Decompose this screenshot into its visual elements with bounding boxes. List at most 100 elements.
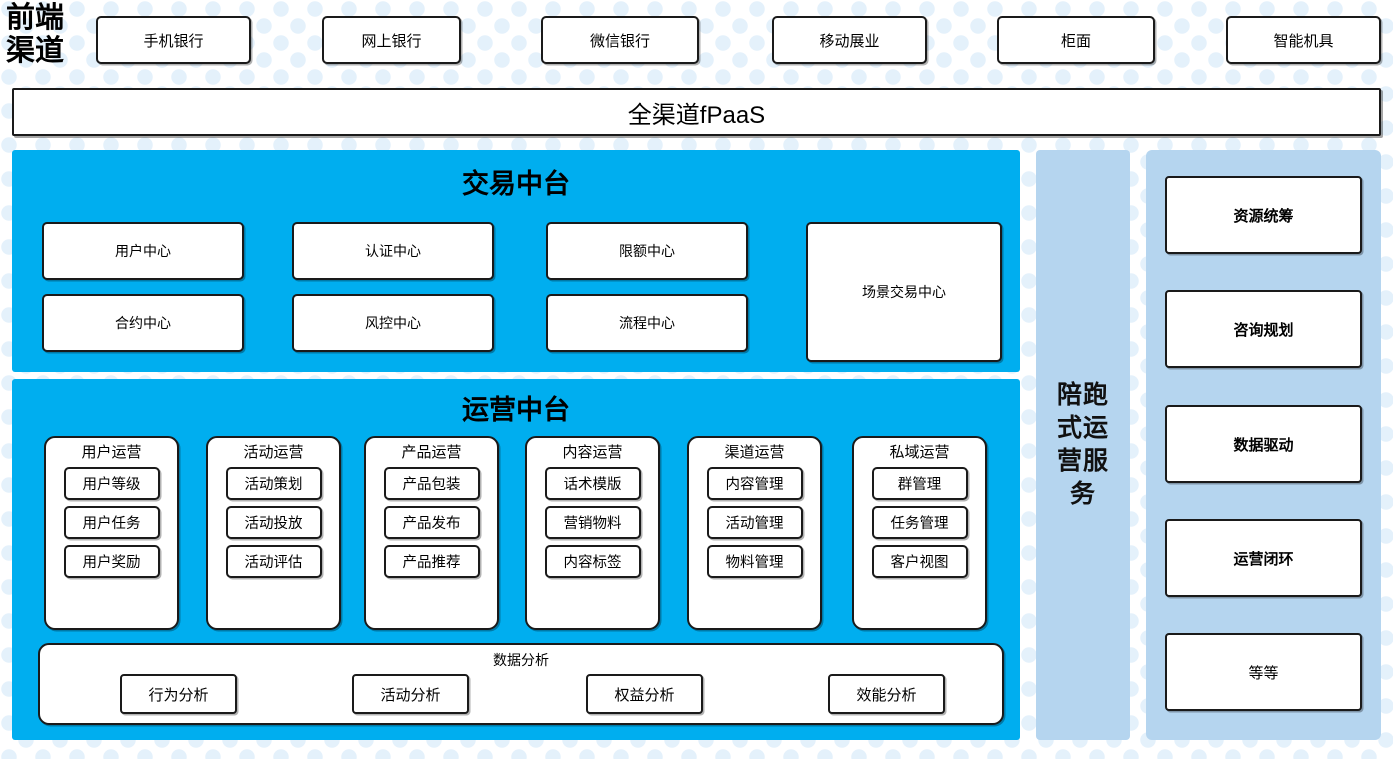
ops-item-label: 群管理 [897, 477, 942, 493]
trade-middle-platform-panel: 交易中台 用户中心 认证中心 限额中心 合约中心 风控中心 流程中心 场景交易中… [12, 150, 1020, 372]
ops-item-label: 活动投放 [244, 516, 303, 532]
center-label: 限额中心 [619, 243, 675, 259]
ops-item-label: 话术模版 [563, 477, 622, 493]
data-analysis-title: 数据分析 [493, 652, 549, 668]
ops-item[interactable]: 活动投放 [225, 506, 322, 539]
data-analysis-item-label: 权益分析 [614, 686, 675, 704]
service-card-label: 等等 [1248, 664, 1279, 682]
service-capability-panel: 资源统筹 咨询规划 数据驱动 运营闭环 等等 [1146, 150, 1381, 740]
ops-item[interactable]: 用户奖励 [63, 545, 160, 578]
channel-label-text: 手机银行 [143, 32, 204, 50]
ops-item-label: 营销物料 [563, 516, 622, 532]
ops-item-label: 活动管理 [725, 516, 784, 532]
ops-item-label: 产品发布 [402, 516, 461, 532]
center-risk-control[interactable]: 风控中心 [292, 294, 494, 352]
operations-middle-platform-panel: 运营中台 用户运营 用户等级 用户任务 用户奖励 活动运营 活动策划 活动投放 … [12, 379, 1020, 740]
channel-counter[interactable]: 柜面 [997, 16, 1155, 64]
ops-item-label: 任务管理 [890, 516, 949, 532]
ops-item[interactable]: 活动管理 [706, 506, 803, 539]
center-label: 流程中心 [619, 315, 675, 331]
channel-mobile-business[interactable]: 移动展业 [772, 16, 927, 64]
channel-label-text: 微信银行 [589, 32, 650, 50]
ops-item-label: 产品推荐 [402, 555, 461, 571]
data-analysis-section: 数据分析 行为分析 活动分析 权益分析 效能分析 [38, 643, 1004, 725]
center-label: 用户中心 [115, 243, 171, 259]
ops-item-label: 物料管理 [725, 555, 784, 571]
ops-item[interactable]: 产品推荐 [383, 545, 480, 578]
channel-label-text: 柜面 [1060, 32, 1091, 50]
ops-item[interactable]: 活动策划 [225, 467, 322, 500]
center-scene-transaction[interactable]: 场景交易中心 [806, 222, 1002, 362]
service-card-label: 咨询规划 [1233, 321, 1294, 339]
ops-item-label: 内容管理 [725, 477, 784, 493]
service-card-label: 数据驱动 [1233, 436, 1294, 454]
ops-item-label: 用户奖励 [82, 555, 141, 571]
ops-item-label: 产品包装 [402, 477, 461, 493]
ops-item[interactable]: 话术模版 [544, 467, 641, 500]
ops-item[interactable]: 用户等级 [63, 467, 160, 500]
channel-smart-machine[interactable]: 智能机具 [1226, 16, 1381, 64]
ops-item-label: 内容标签 [563, 555, 622, 571]
service-card-operation-closed-loop[interactable]: 运营闭环 [1165, 519, 1362, 597]
ops-item[interactable]: 营销物料 [544, 506, 641, 539]
channel-label-text: 智能机具 [1273, 32, 1334, 50]
ops-item-label: 用户等级 [82, 477, 141, 493]
center-process[interactable]: 流程中心 [546, 294, 748, 352]
ops-item-label: 活动评估 [244, 555, 303, 571]
data-analysis-item-label: 活动分析 [380, 686, 441, 704]
service-card-etc[interactable]: 等等 [1165, 633, 1362, 711]
ops-item[interactable]: 客户视图 [871, 545, 968, 578]
data-analysis-item-label: 效能分析 [856, 686, 917, 704]
ops-item[interactable]: 任务管理 [871, 506, 968, 539]
ops-column-activity-operations[interactable]: 活动运营 活动策划 活动投放 活动评估 [206, 436, 341, 630]
center-limit[interactable]: 限额中心 [546, 222, 748, 280]
ops-item[interactable]: 物料管理 [706, 545, 803, 578]
center-label: 场景交易中心 [862, 284, 946, 300]
channel-label-text: 移动展业 [819, 32, 880, 50]
ops-column-title: 内容运营 [562, 444, 623, 461]
ops-column-product-operations[interactable]: 产品运营 产品包装 产品发布 产品推荐 [364, 436, 499, 630]
ops-item[interactable]: 用户任务 [63, 506, 160, 539]
ops-item-label: 活动策划 [244, 477, 303, 493]
center-auth[interactable]: 认证中心 [292, 222, 494, 280]
ops-column-private-domain-operations[interactable]: 私域运营 群管理 任务管理 客户视图 [852, 436, 987, 630]
ops-item[interactable]: 活动评估 [225, 545, 322, 578]
ops-item[interactable]: 群管理 [871, 467, 968, 500]
ops-item[interactable]: 产品包装 [383, 467, 480, 500]
channel-wechat-bank[interactable]: 微信银行 [541, 16, 699, 64]
channel-online-bank[interactable]: 网上银行 [322, 16, 461, 64]
data-analysis-item-rights[interactable]: 权益分析 [586, 674, 703, 714]
data-analysis-item-efficiency[interactable]: 效能分析 [828, 674, 945, 714]
ops-column-content-operations[interactable]: 内容运营 话术模版 营销物料 内容标签 [525, 436, 660, 630]
center-user[interactable]: 用户中心 [42, 222, 244, 280]
ops-column-title: 活动运营 [243, 444, 304, 461]
ops-item[interactable]: 产品发布 [383, 506, 480, 539]
center-label: 风控中心 [365, 315, 421, 331]
accompany-operation-service-label: 陪跑式运营服务 [1056, 381, 1109, 508]
data-analysis-item-behavior[interactable]: 行为分析 [120, 674, 237, 714]
ops-column-title: 用户运营 [81, 444, 142, 461]
channel-mobile-bank[interactable]: 手机银行 [96, 16, 251, 64]
omnichannel-fpaas-bar[interactable]: 全渠道fPaaS [12, 88, 1381, 136]
service-card-resource-coordination[interactable]: 资源统筹 [1165, 176, 1362, 254]
service-card-label: 运营闭环 [1233, 550, 1294, 568]
service-card-consulting-planning[interactable]: 咨询规划 [1165, 290, 1362, 368]
center-label: 合约中心 [115, 315, 171, 331]
ops-column-title: 私域运营 [889, 444, 950, 461]
data-analysis-item-activity[interactable]: 活动分析 [352, 674, 469, 714]
data-analysis-item-label: 行为分析 [148, 686, 209, 704]
ops-item[interactable]: 内容标签 [544, 545, 641, 578]
ops-item-label: 用户任务 [82, 516, 141, 532]
ops-column-user-operations[interactable]: 用户运营 用户等级 用户任务 用户奖励 [44, 436, 179, 630]
ops-column-channel-operations[interactable]: 渠道运营 内容管理 活动管理 物料管理 [687, 436, 822, 630]
fpaas-label: 全渠道fPaaS [627, 101, 766, 129]
ops-column-title: 渠道运营 [724, 444, 785, 461]
ops-item[interactable]: 内容管理 [706, 467, 803, 500]
service-card-data-driven[interactable]: 数据驱动 [1165, 405, 1362, 483]
operations-platform-title: 运营中台 [462, 395, 570, 425]
center-label: 认证中心 [365, 243, 421, 259]
channel-label-text: 网上银行 [361, 32, 422, 50]
center-contract[interactable]: 合约中心 [42, 294, 244, 352]
ops-item-label: 客户视图 [890, 555, 949, 571]
